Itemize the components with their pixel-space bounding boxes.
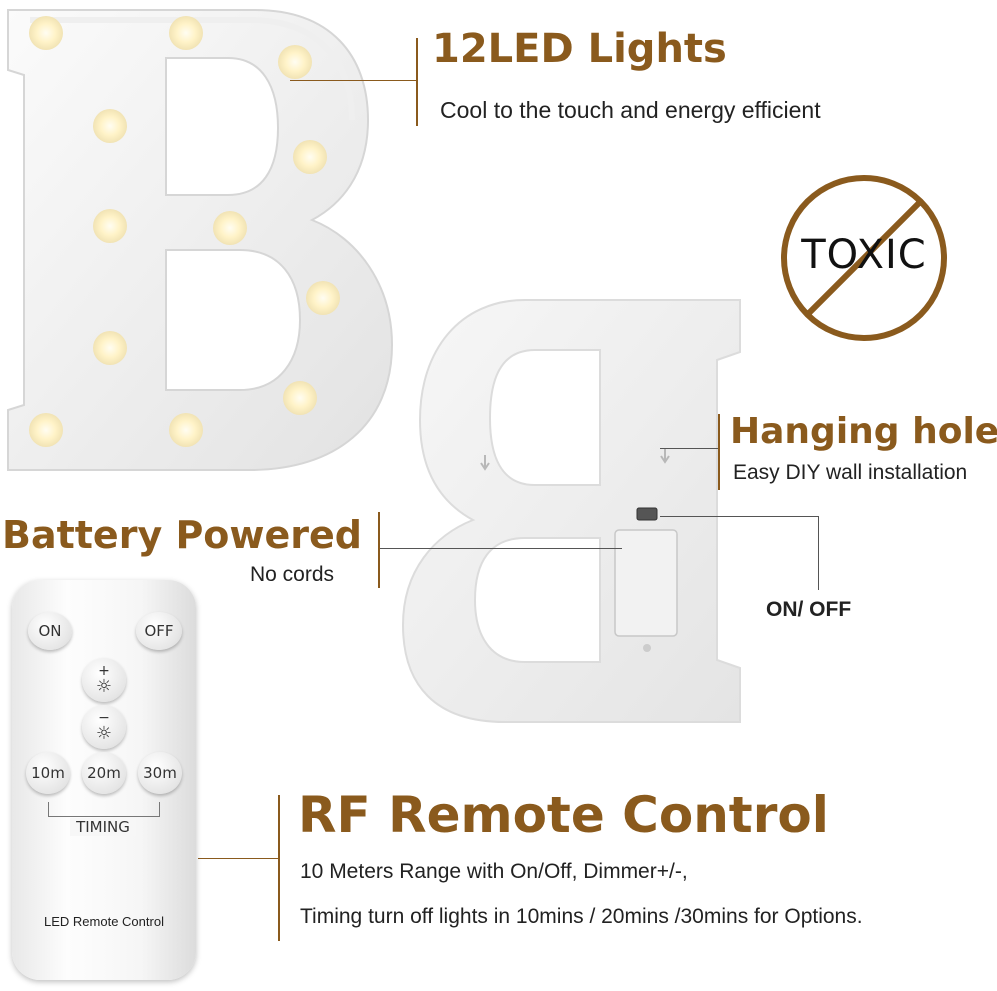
led-bulb bbox=[283, 381, 317, 415]
hanging-hole-subtitle: Easy DIY wall installation bbox=[733, 461, 968, 484]
led-feature-title: 12LED Lights bbox=[432, 26, 727, 72]
led-feature-subtitle: Cool to the touch and energy efficient bbox=[440, 97, 821, 123]
hanging-hole-right bbox=[660, 448, 670, 464]
letter-b-front bbox=[7, 9, 394, 471]
remote-on-button[interactable]: ON bbox=[28, 612, 72, 650]
led-bulb bbox=[293, 140, 327, 174]
remote-off-button[interactable]: OFF bbox=[136, 612, 182, 650]
non-toxic-badge bbox=[781, 175, 947, 341]
remote-feature-title: RF Remote Control bbox=[298, 786, 829, 844]
timing-label: TIMING bbox=[70, 818, 136, 836]
remote-dimmer-minus-button[interactable]: − ☼ bbox=[82, 705, 126, 749]
led-bulb bbox=[169, 16, 203, 50]
led-bulbs bbox=[29, 16, 340, 447]
hanging-hole-left bbox=[480, 455, 490, 471]
power-switch bbox=[636, 507, 658, 521]
on-off-switch-label: ON/ OFF bbox=[766, 598, 852, 621]
remote-timer-30m-button[interactable]: 30m bbox=[138, 752, 182, 794]
led-bulb bbox=[93, 331, 127, 365]
non-toxic-label: TOXIC bbox=[801, 232, 927, 278]
remote-timer-10m-button[interactable]: 10m bbox=[26, 752, 70, 794]
remote-control: ON OFF + ☼ − ☼ 10m 20m 30m TIMING LED Re… bbox=[12, 580, 196, 980]
sun-icon: ☼ bbox=[95, 723, 113, 744]
remote-dimmer-plus-button[interactable]: + ☼ bbox=[82, 658, 126, 702]
led-bulb bbox=[93, 109, 127, 143]
remote-timer-20m-button[interactable]: 20m bbox=[82, 752, 126, 794]
led-bulb bbox=[93, 209, 127, 243]
battery-feature-title: Battery Powered bbox=[2, 513, 362, 557]
minus-label: − bbox=[98, 710, 110, 726]
led-bulb bbox=[213, 211, 247, 245]
battery-feature-subtitle: No cords bbox=[250, 563, 335, 586]
letter-b-body bbox=[7, 9, 394, 471]
sun-icon: ☼ bbox=[95, 676, 113, 697]
letter-b-back bbox=[401, 299, 741, 723]
remote-feature-line2: Timing turn off lights in 10mins / 20min… bbox=[300, 905, 863, 928]
remote-feature-line1: 10 Meters Range with On/Off, Dimmer+/-, bbox=[300, 860, 688, 883]
hanging-hole-title: Hanging hole bbox=[730, 411, 997, 452]
led-bulb bbox=[29, 16, 63, 50]
led-bulb bbox=[306, 281, 340, 315]
led-bulb bbox=[278, 45, 312, 79]
led-bulb bbox=[29, 413, 63, 447]
battery-box bbox=[614, 529, 678, 637]
remote-name-label: LED Remote Control bbox=[44, 914, 164, 929]
timing-bracket bbox=[48, 802, 160, 817]
plus-label: + bbox=[98, 663, 110, 679]
led-bulb bbox=[169, 413, 203, 447]
